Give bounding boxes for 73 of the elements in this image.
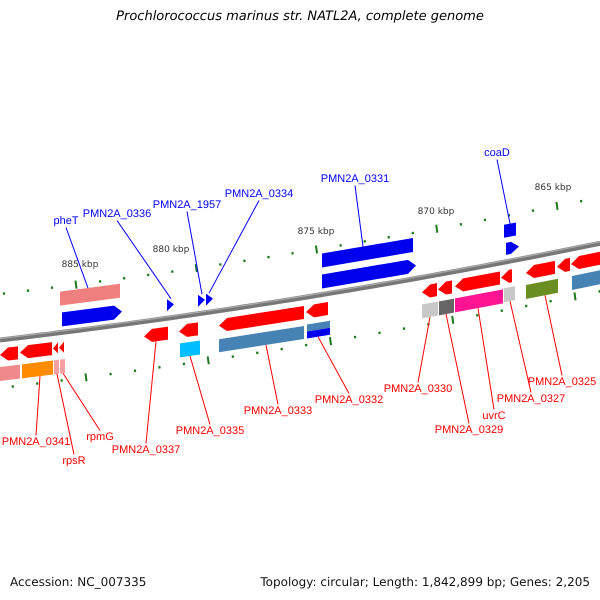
genome-title: Prochlorococcus marinus str. NATL2A, complete genome	[116, 10, 484, 23]
gene-block	[167, 299, 174, 312]
footer-text: Accession: NC_007335	[10, 576, 146, 588]
leader-line	[478, 308, 494, 410]
leader-line	[266, 344, 278, 405]
gene-block	[526, 260, 555, 278]
leader-line	[186, 211, 202, 295]
gene-block	[506, 242, 519, 255]
gene-label: pheT	[53, 214, 79, 228]
gene-block	[526, 278, 558, 299]
gene-block	[322, 260, 416, 289]
leader-line	[496, 159, 510, 224]
gene-block	[455, 289, 503, 312]
gene-block	[198, 294, 205, 307]
leader-line	[510, 300, 532, 393]
gene-label: PMN2A_1957	[152, 198, 222, 212]
gene-label: coaD	[484, 146, 510, 160]
leader-line	[446, 314, 470, 424]
gene-block	[60, 359, 65, 374]
gene-label: PMN2A_0341	[2, 436, 70, 448]
gene-block	[322, 238, 413, 268]
leader-line	[116, 220, 172, 300]
leader-line	[208, 200, 260, 294]
leader-line	[36, 376, 40, 436]
leader-line	[66, 227, 88, 289]
gene-block	[180, 340, 200, 358]
gene-label: PMN2A_0333	[244, 404, 312, 418]
gene-label: PMN2A_0327	[496, 392, 566, 406]
gene-label: PMN2A_0329	[434, 424, 504, 436]
gene-block	[438, 280, 452, 295]
leader-line	[146, 340, 156, 444]
gene-label: PMN2A_0335	[176, 424, 244, 438]
gene-block	[306, 302, 328, 318]
gene-block	[60, 284, 120, 306]
gene-block	[422, 302, 438, 318]
gene-block	[179, 322, 198, 337]
gene-label: PMN2A_0331	[320, 172, 390, 186]
leader-line	[418, 316, 430, 383]
scale-label: 870 kbp	[418, 206, 454, 218]
gene-label: PMN2A_0332	[314, 394, 384, 406]
leader-line	[56, 374, 74, 455]
gene-block	[62, 306, 122, 326]
gene-label: PMN2A_0325	[528, 376, 596, 388]
gene-block	[0, 346, 18, 361]
gene-label: rpmG	[86, 430, 114, 444]
gene-block	[307, 328, 330, 338]
gene-label: PMN2A_0334	[224, 188, 294, 200]
gene-block	[422, 283, 437, 298]
gene-block	[59, 342, 64, 353]
gene-label: rpsR	[62, 454, 86, 468]
leader-line	[544, 294, 562, 376]
gene-block	[206, 294, 213, 306]
gene-block	[54, 360, 59, 374]
scale-label: 885 kbp	[62, 258, 98, 272]
gene-label: PMN2A_0337	[112, 444, 180, 456]
scale-label: 865 kbp	[534, 182, 572, 194]
gene-label: PMN2A_0330	[384, 382, 452, 396]
gene-block	[0, 364, 20, 381]
gene-label: uvrC	[482, 410, 506, 422]
footer-text: Topology: circular; Length: 1,842,899 bp; Genes: 2,205	[260, 576, 590, 588]
leader-line	[354, 185, 364, 248]
gene-block	[572, 270, 600, 290]
scale-label: 875 kbp	[298, 226, 334, 238]
leader-line	[190, 355, 210, 425]
gene-block	[504, 222, 516, 238]
gene-block	[22, 360, 53, 378]
gene-block	[219, 306, 304, 331]
leader-line	[62, 372, 100, 431]
gene-label: PMN2A_0336	[82, 208, 152, 220]
scale-label: 880 kbp	[152, 244, 190, 256]
gene-block	[144, 326, 168, 342]
gene-block	[219, 326, 304, 352]
gene-block	[307, 320, 330, 332]
